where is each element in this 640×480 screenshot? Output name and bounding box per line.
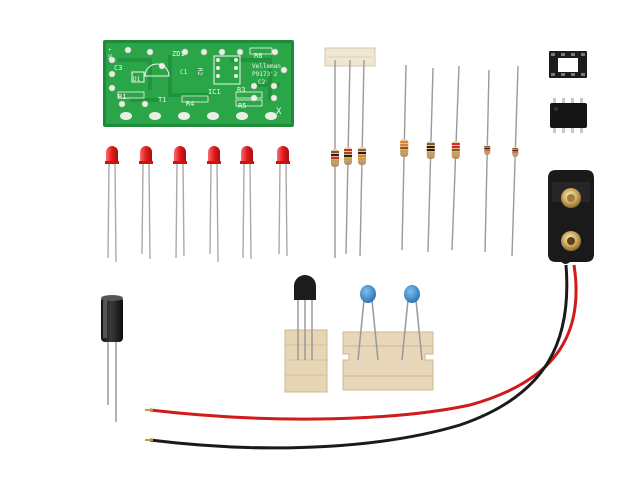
pcb-label-ic1: IC1 <box>208 88 221 96</box>
pcb-label-d1: D1 <box>133 76 141 83</box>
led-icon <box>207 146 221 263</box>
resistor-icon <box>344 59 353 255</box>
resistor-icon <box>426 67 435 253</box>
pcb-label-r6: R6 <box>254 52 262 60</box>
ceramic-capacitors-on-tape <box>342 285 434 391</box>
pcb-board: ZD1 R6 C3 D1 R2 C1 Velleman P9173'2 R3 C… <box>103 40 294 127</box>
led-icon <box>240 146 254 260</box>
led-icon <box>276 146 290 257</box>
pcb-label-r4: R4 <box>186 100 194 108</box>
led-icon <box>105 146 119 263</box>
resistor-icon <box>484 69 491 253</box>
battery-clip <box>145 170 594 450</box>
pcb-label-zd1: ZD1 <box>172 50 185 58</box>
resistor-icon <box>451 65 460 251</box>
transistor-on-card <box>284 275 328 393</box>
red-wire <box>149 264 578 421</box>
ic-socket <box>549 51 587 78</box>
pcb-label-c2: C2 <box>258 79 266 86</box>
resistor-icon <box>511 65 519 257</box>
pcb-label-x: X <box>276 107 282 117</box>
pcb-label-r1: R1 <box>118 93 126 101</box>
ic-chip <box>550 98 587 133</box>
pcb-label-velleman: Velleman <box>252 63 281 70</box>
led-icon <box>173 146 187 259</box>
pcb-label-r3: R3 <box>237 86 245 94</box>
pcb-label-c3: C3 <box>114 64 122 72</box>
pcb-label-edge: + 9V <box>106 48 112 60</box>
led-icon <box>139 146 153 260</box>
pcb-label-c1: C1 <box>180 69 188 76</box>
electrolytic-capacitor <box>101 295 123 422</box>
pcb-label-code: P9173'2 <box>252 71 278 78</box>
capacitor-icon <box>360 285 376 303</box>
resistor-icon <box>358 59 367 257</box>
resistor-icon <box>331 60 339 258</box>
resistor-icon <box>400 64 409 251</box>
resistor-group <box>324 47 519 258</box>
black-wire <box>149 264 569 450</box>
capacitor-icon <box>404 285 420 303</box>
pcb-label-t1: T1 <box>158 96 166 104</box>
led-row <box>105 146 290 263</box>
pcb-label-r5: R5 <box>238 102 246 110</box>
transistor-icon <box>294 275 316 300</box>
pcb-label-r2: R2 <box>196 68 203 76</box>
